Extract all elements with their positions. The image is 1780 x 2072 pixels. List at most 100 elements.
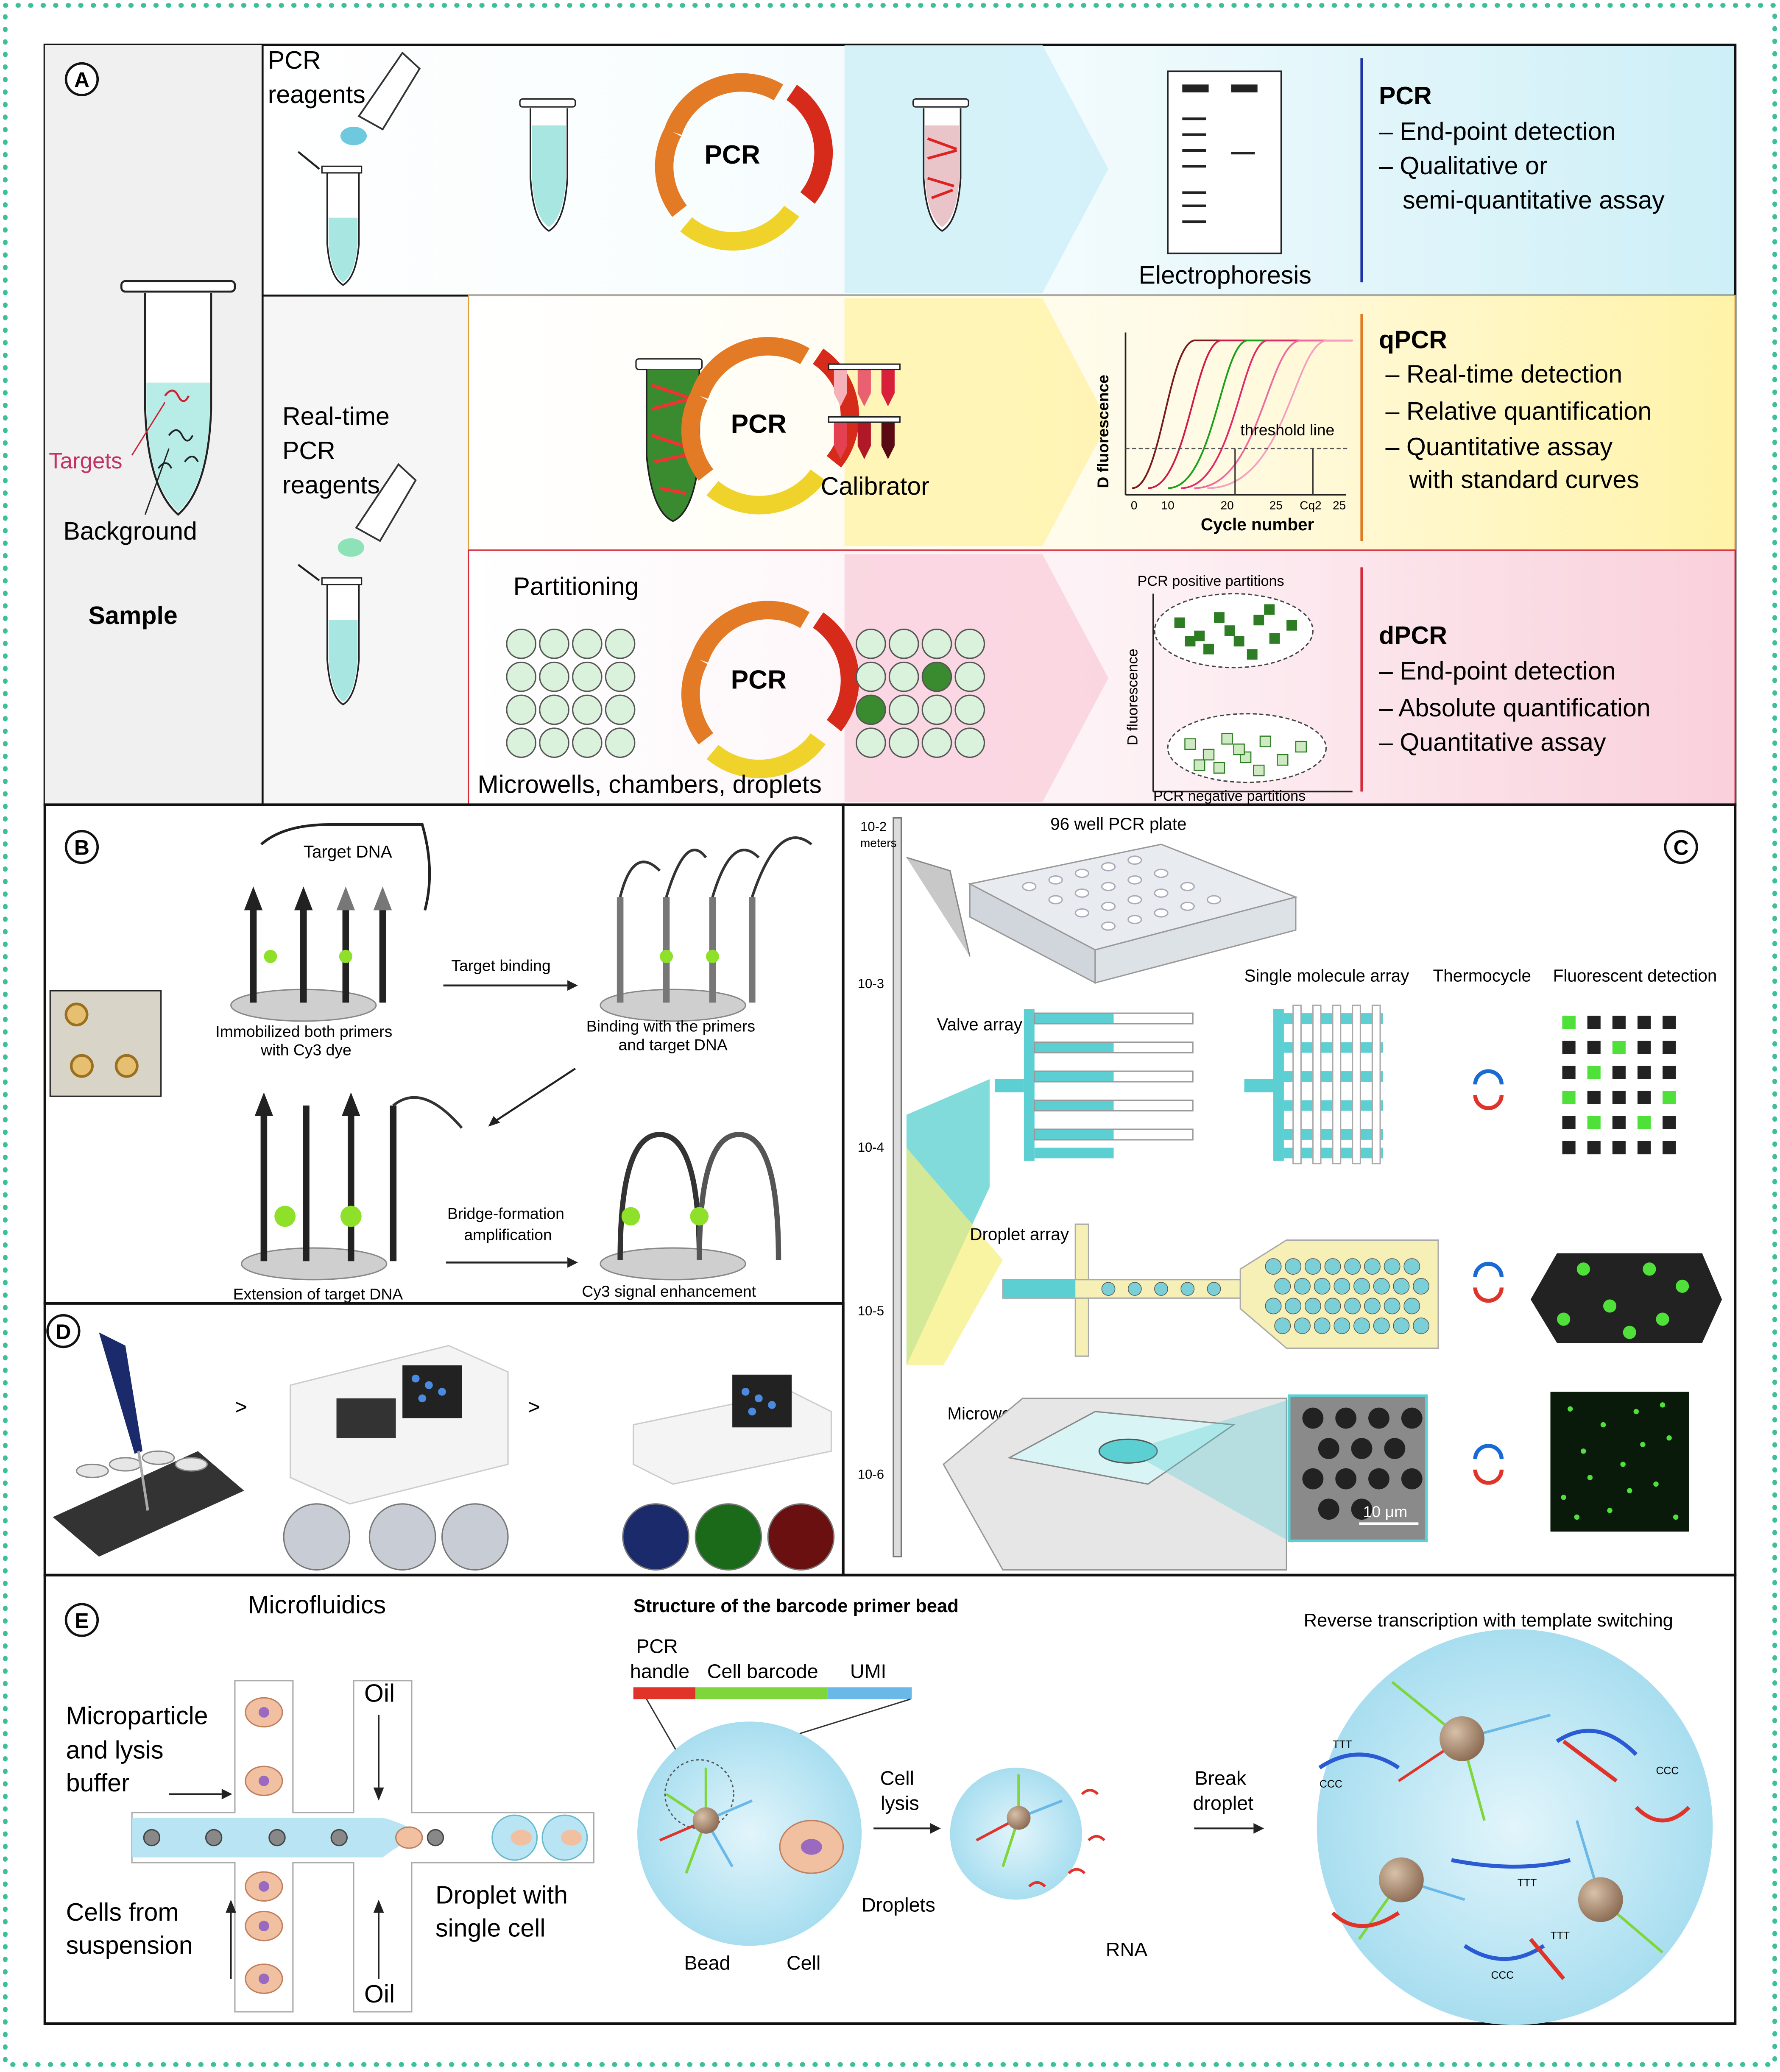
svg-text:TTT: TTT bbox=[1551, 1930, 1570, 1942]
microparticle-label: Microparticle and lysis buffer bbox=[66, 1701, 215, 1797]
cell-label: Cell bbox=[787, 1952, 820, 1974]
panel-letter-d: D bbox=[46, 1314, 81, 1348]
primers-immobilized bbox=[230, 886, 392, 1022]
pipette-device bbox=[53, 1332, 244, 1557]
svg-text:TTT: TTT bbox=[1333, 1739, 1352, 1751]
target-dna-label: Target DNA bbox=[304, 842, 392, 861]
partition-grid-2 bbox=[856, 629, 985, 758]
svg-text:with standard curves: with standard curves bbox=[1409, 465, 1639, 494]
svg-text:D fluorescence: D fluorescence bbox=[1124, 649, 1141, 745]
svg-text:CCC: CCC bbox=[1491, 1969, 1514, 1981]
oil-bottom-label: Oil bbox=[364, 1980, 395, 2008]
qpcr-curves: threshold line 0 10 20 25 Cq2 25 Cycle n… bbox=[1094, 332, 1353, 534]
electrode-photo bbox=[49, 990, 162, 1097]
microwell-fluor bbox=[1550, 1392, 1689, 1532]
well-discs bbox=[283, 1503, 835, 1571]
droplet-array bbox=[1002, 1223, 1439, 1357]
microwell-chip bbox=[943, 1398, 1293, 1571]
well-plate bbox=[968, 844, 1298, 984]
pcr-reagents-label: PCR reagents bbox=[268, 46, 365, 109]
fluor-grid bbox=[1562, 1016, 1676, 1155]
imager-instrument bbox=[633, 1374, 832, 1485]
thermocycle-label: Thermocycle bbox=[1433, 966, 1531, 985]
svg-text:10-6: 10-6 bbox=[858, 1467, 884, 1482]
rt-sphere: TTT TTT TTT CCC CCC CCC bbox=[1317, 1629, 1713, 2025]
rna-label: RNA bbox=[1106, 1938, 1148, 1961]
svg-text:0: 0 bbox=[1131, 499, 1138, 512]
microfluidics-label: Microfluidics bbox=[248, 1590, 386, 1619]
svg-text:10-2: 10-2 bbox=[860, 819, 887, 834]
svg-text:20: 20 bbox=[1221, 499, 1234, 512]
umi-label: UMI bbox=[850, 1660, 887, 1682]
svg-text:25: 25 bbox=[1333, 499, 1346, 512]
dpcr-description: dPCR – End-point detection – Absolute qu… bbox=[1379, 621, 1651, 756]
cells-label: Cells from suspension bbox=[66, 1898, 193, 1959]
sample-tube bbox=[120, 280, 236, 516]
binding-label: Binding with the primers and target DNA bbox=[586, 1017, 760, 1054]
oil-top-label: Oil bbox=[364, 1679, 395, 1707]
qpcr-description: qPCR – Real-time detection – Relative qu… bbox=[1379, 326, 1652, 494]
panel-d: D > > bbox=[43, 1302, 845, 1576]
electrophoresis-label: Electrophoresis bbox=[1139, 261, 1311, 289]
cy3-label: Cy3 signal enhancement bbox=[582, 1282, 756, 1300]
svg-text:Cycle number: Cycle number bbox=[1201, 515, 1314, 534]
bead-label: Bead bbox=[684, 1952, 731, 1974]
panel-a: A Targets Background Sample PCR reagents bbox=[43, 43, 1737, 806]
svg-text:– Absolute quantification: – Absolute quantification bbox=[1379, 693, 1651, 722]
sm-array bbox=[1244, 1004, 1383, 1164]
primers-bound bbox=[600, 836, 812, 1022]
svg-text:– Quantitative assay: – Quantitative assay bbox=[1386, 432, 1613, 461]
svg-text:meters: meters bbox=[860, 836, 897, 849]
fluor-label: Fluorescent detection bbox=[1553, 966, 1717, 985]
panel-letter-a: A bbox=[64, 62, 99, 97]
pipette-icon-2 bbox=[338, 463, 417, 557]
extension-label: Extension of target DNA bbox=[233, 1285, 403, 1303]
panel-letter-c: C bbox=[1664, 830, 1698, 864]
svg-text:semi-quantitative assay: semi-quantitative assay bbox=[1403, 186, 1665, 214]
sample-label: Sample bbox=[88, 601, 177, 629]
reader-instrument bbox=[290, 1345, 509, 1505]
smarray-label: Single molecule array bbox=[1244, 966, 1410, 985]
outer-frame bbox=[3, 3, 1777, 2067]
immobilized-label: Immobilized both primers with Cy3 dye bbox=[215, 1022, 396, 1059]
amplified-tube bbox=[912, 98, 969, 232]
structure-label: Structure of the barcode primer bead bbox=[633, 1596, 959, 1616]
droplets-label: Droplets bbox=[862, 1894, 935, 1916]
pipette-icon bbox=[340, 51, 421, 145]
target-binding-label: Target binding bbox=[451, 957, 551, 975]
sem-image: 10 μm bbox=[1288, 1394, 1428, 1543]
reagent-tube-2 bbox=[519, 98, 576, 232]
svg-text:CCC: CCC bbox=[1320, 1778, 1342, 1790]
svg-text:PCR: PCR bbox=[1379, 81, 1432, 110]
reagent-tube-3 bbox=[297, 564, 363, 706]
svg-text:– Real-time detection: – Real-time detection bbox=[1386, 360, 1623, 388]
background-label: Background bbox=[63, 517, 197, 545]
microfluidic-channel bbox=[131, 1680, 594, 2013]
svg-text:– Relative quantification: – Relative quantification bbox=[1386, 397, 1652, 425]
svg-text:threshold line: threshold line bbox=[1240, 421, 1334, 439]
valve-array bbox=[995, 1009, 1194, 1161]
svg-text:B: B bbox=[74, 836, 89, 860]
svg-text:– End-point detection: – End-point detection bbox=[1379, 657, 1616, 685]
panel-e: E Microfluidics Oil Oil Microparticle an… bbox=[43, 1573, 1737, 2025]
bridge-label: Bridge-formation amplification bbox=[447, 1205, 569, 1244]
svg-text:CCC: CCC bbox=[1656, 1765, 1679, 1777]
svg-text:10-4: 10-4 bbox=[858, 1140, 884, 1155]
microwells-label: Microwells, chambers, droplets bbox=[478, 770, 822, 798]
svg-text:10: 10 bbox=[1161, 499, 1175, 512]
bead-droplet bbox=[637, 1721, 862, 1946]
barcode-bar bbox=[633, 1687, 912, 1768]
svg-text:E: E bbox=[75, 1609, 89, 1632]
droplet-fluor bbox=[1530, 1253, 1722, 1343]
panel-c: C 10-2 meters 10-3 10-4 10-5 10-6 96 wel… bbox=[842, 803, 1737, 1576]
svg-text:PCR positive partitions: PCR positive partitions bbox=[1137, 573, 1284, 589]
svg-text:Cq2: Cq2 bbox=[1300, 499, 1321, 512]
pcr-description: PCR – End-point detection – Qualitative … bbox=[1379, 81, 1665, 214]
reverse-label: Reverse transcription with template swit… bbox=[1304, 1610, 1673, 1631]
svg-text:PCR: PCR bbox=[731, 409, 787, 439]
panel-letter-e: E bbox=[64, 1603, 99, 1637]
droplet-array-label: Droplet array bbox=[970, 1224, 1069, 1244]
cell-lysis-label: Cell lysis bbox=[880, 1767, 920, 1814]
dpcr-row bbox=[468, 549, 1736, 806]
